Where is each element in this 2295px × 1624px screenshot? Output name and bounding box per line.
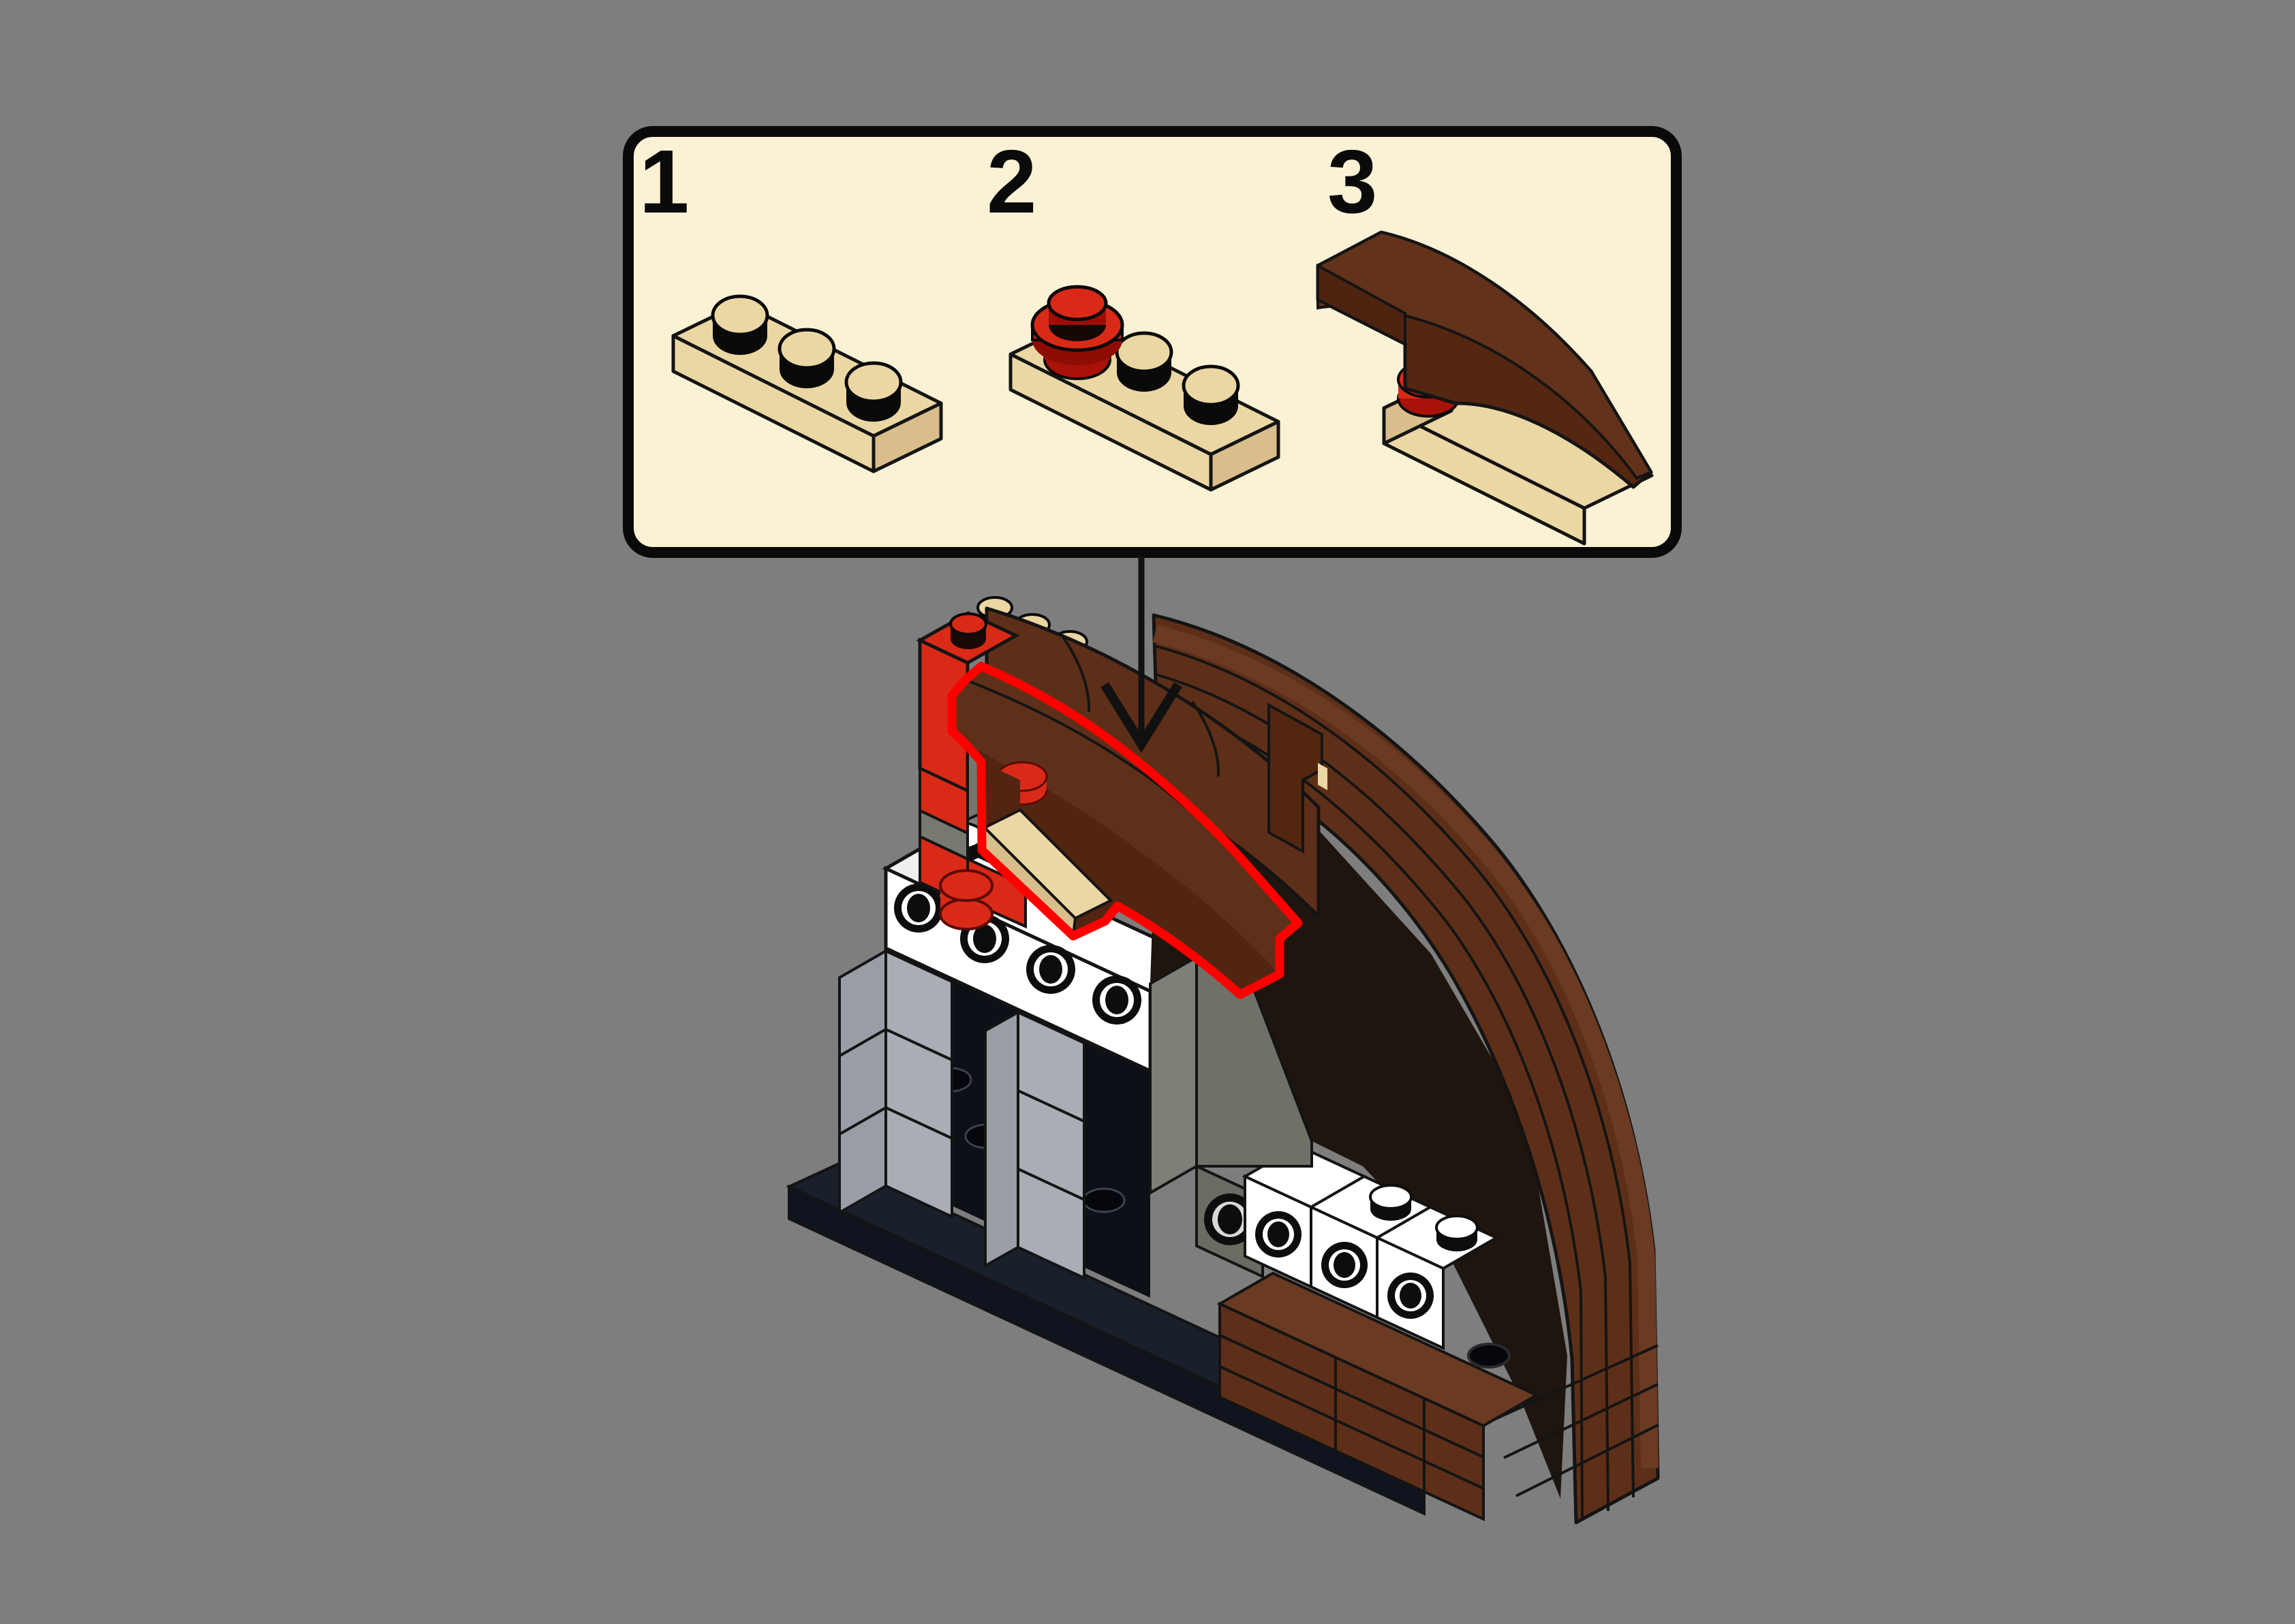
step-2-piece-plate-with-round-plate — [1008, 285, 1280, 492]
step-1-piece-tan-plate — [671, 294, 943, 473]
stud — [711, 294, 769, 355]
model-assembly — [786, 556, 1660, 1525]
red-brick — [916, 611, 1020, 794]
stud — [1435, 1215, 1479, 1251]
stud — [1115, 331, 1173, 392]
brown-plates-bottom — [1216, 1271, 1540, 1522]
step-2-number: 2 — [987, 131, 1036, 232]
sideways-tan-plate — [980, 808, 1113, 939]
stud — [777, 328, 836, 388]
red-round-plate — [1030, 285, 1124, 380]
step-3-piece-curved-slope-assembly — [1316, 230, 1654, 546]
gray-brick-column-left — [838, 948, 953, 1219]
hull-band-notch — [1267, 702, 1323, 854]
technic-hole — [1026, 945, 1075, 994]
gray-brick-column-right — [984, 1010, 1085, 1281]
black-stud — [1467, 1343, 1511, 1369]
step-3-number: 3 — [1327, 131, 1377, 232]
placement-arrow — [1100, 556, 1182, 753]
white-technic-bricks-bottom — [1242, 1144, 1500, 1351]
brown-hull-arc — [1152, 613, 1660, 1525]
stud — [844, 361, 903, 422]
instruction-panel: 1 2 3 — [623, 126, 1682, 558]
tan-sliver — [1318, 763, 1327, 790]
step-1-number: 1 — [639, 131, 689, 232]
red-round-plates-side — [939, 869, 994, 931]
brown-curved-slope — [1316, 230, 1653, 489]
highlighted-part — [947, 661, 1303, 999]
highlight-outline — [947, 661, 1303, 999]
gray-slope-brick — [1149, 954, 1313, 1196]
stud — [1369, 1184, 1413, 1221]
technic-hole — [1092, 975, 1141, 1025]
stud — [1182, 364, 1240, 425]
technic-hole — [894, 884, 943, 933]
